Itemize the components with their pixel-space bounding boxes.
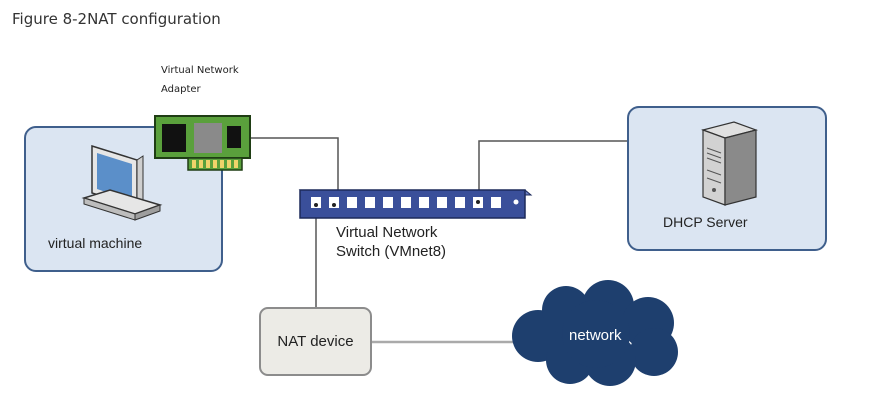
switch-label-line2: Switch (VMnet8) <box>336 243 447 260</box>
nat-device-box: NAT device <box>259 307 372 376</box>
nat-device-label: NAT device <box>277 333 354 350</box>
server-icon <box>700 121 759 206</box>
cloud-icon <box>512 280 678 386</box>
network-card-icon <box>154 115 251 171</box>
network-label: network <box>569 327 622 344</box>
adapter-label-line1: Virtual Network <box>161 65 239 76</box>
dhcp-server-label: DHCP Server <box>663 214 748 230</box>
computer-icon <box>81 144 163 221</box>
switch-to-dhcp-link <box>478 140 627 200</box>
figure-title: Figure 8-2NAT configuration <box>12 10 221 28</box>
switch-label-line1: Virtual Network <box>336 224 438 241</box>
switch-icon <box>298 189 533 219</box>
adapter-label-line2: Adapter <box>161 84 201 95</box>
adapter-to-switch-link <box>250 137 339 200</box>
virtual-machine-label: virtual machine <box>48 235 143 251</box>
